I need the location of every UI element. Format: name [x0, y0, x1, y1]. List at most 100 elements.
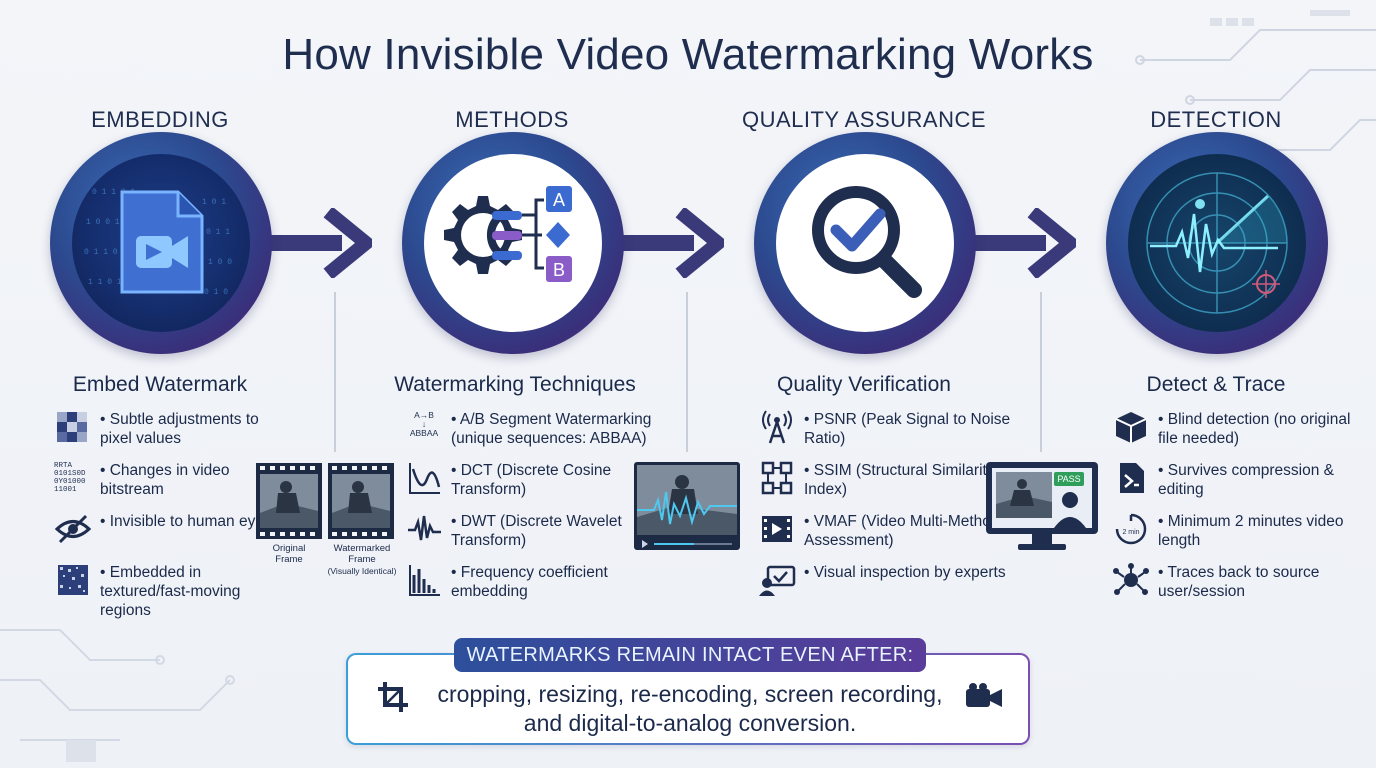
svg-text:0 1 1: 0 1 1: [206, 228, 230, 237]
flow-arrow-2: [614, 208, 724, 278]
banner-line-1: cropping, resizing, re-encoding, screen …: [437, 681, 943, 707]
svg-text:1 0 0: 1 0 0: [208, 258, 232, 267]
banner-line-2: and digital-to-analog conversion.: [523, 710, 857, 736]
svg-text:1 1 0 1: 1 1 0 1: [88, 278, 122, 287]
ab-line: ↓: [421, 419, 427, 429]
item-text: • Subtle adjustments to pixel values: [100, 411, 259, 447]
flow-arrow-3: [966, 208, 1076, 278]
divider-line-3: [1040, 292, 1042, 452]
list-item: A→B ↓ ABBAA • A/B Segment Watermarking (…: [405, 410, 675, 461]
item-text: • SSIM (Structural Similarity Index): [804, 462, 995, 498]
watermarked-frame-thumbnail: [328, 463, 394, 539]
svg-text:1 0 1: 1 0 1: [202, 198, 226, 207]
item-text: • Traces back to source user/session: [1158, 564, 1320, 600]
original-frame-thumbnail: [256, 463, 322, 539]
cosine-wave-icon: [409, 463, 441, 494]
original-frame-caption: Original Frame: [272, 543, 306, 565]
methods-ring: A B: [402, 132, 624, 354]
timer-label: 2 min: [1122, 529, 1139, 536]
svg-text:0 1 1 0 1: 0 1 1 0 1: [92, 188, 135, 197]
item-text: • Frequency coefficient embedding: [451, 564, 608, 600]
list-item: • DWT (Discrete Wavelet Transform): [405, 512, 675, 563]
binary-rain-pattern: 0 1 1 0 1 1 0 1 1 0 0 1 0 1 1 0 1 1 0 1 0 0…: [84, 188, 232, 297]
banner-heading: WATERMARKS REMAIN INTACT EVEN AFTER:: [454, 638, 926, 672]
film-strip-frame: [256, 463, 322, 539]
stage-label-quality: QUALITY ASSURANCE: [741, 107, 987, 132]
watermarked-frame-note: (Visually Identical): [327, 566, 397, 576]
quality-ring-core: [776, 154, 954, 332]
svg-text:0 1 1 0: 0 1 1 0: [84, 248, 118, 257]
list-item: • Visual inspection by experts: [758, 563, 1018, 614]
texture-noise-icon: [58, 565, 88, 595]
item-text: • Changes in video bitstream: [100, 462, 230, 498]
film-strip-frame: [328, 463, 394, 539]
detection-ring-core: [1128, 154, 1306, 332]
svg-text:1 0 0 1: 1 0 0 1: [86, 218, 120, 227]
item-text: • Survives compression & editing: [1158, 462, 1334, 498]
bitstream-line: 11001: [54, 486, 77, 494]
stage-label-detection: DETECTION: [1150, 107, 1282, 132]
methods-ring-core: A B: [424, 154, 602, 332]
list-item: • SSIM (Structural Similarity Index): [758, 461, 1018, 512]
crop-icon: [378, 682, 408, 712]
radar-waveform-icon: [1146, 172, 1288, 314]
item-text: • DCT (Discrete Cosine Transform): [451, 462, 612, 498]
page-title: How Invisible Video Watermarking Works: [282, 30, 1094, 79]
waveform-video-frame: [634, 462, 740, 550]
magnifier-check-icon: [812, 186, 922, 298]
item-text: • Visual inspection by experts: [804, 564, 1006, 581]
ab-line: ABBAA: [409, 428, 439, 438]
embedding-items: • Subtle adjustments to pixel values RRT…: [54, 410, 264, 623]
item-text: • VMAF (Video Multi-Method Assessment): [804, 513, 1000, 549]
letter-a: A: [553, 190, 565, 210]
wavelet-icon: [408, 515, 441, 541]
ab-line: A→B: [414, 410, 434, 420]
binary-bitstream-icon: RRTA 0101S0D 0Y01000 11001: [54, 461, 92, 495]
bitstream-line: 0Y01000: [54, 478, 86, 486]
banner-text: cropping, resizing, re-encoding, screen …: [380, 680, 1000, 738]
item-text: • Invisible to human eye: [100, 513, 264, 530]
compressed-file-icon: [1120, 463, 1144, 493]
heading-quality-verification: Quality Verification: [777, 373, 951, 396]
pass-badge: PASS: [1057, 474, 1081, 484]
circuit-decoration-bottom-left: [0, 629, 235, 762]
stage-label-embedding: EMBEDDING: [91, 107, 229, 132]
monitor-pass-icon: [986, 462, 1098, 550]
list-item: • Subtle adjustments to pixel values: [54, 410, 264, 461]
embedding-ring: 0 1 1 0 1 1 0 1 1 0 0 1 0 1 1 0 1 1 0 1 0 0…: [50, 132, 272, 354]
item-text: • DWT (Discrete Wavelet Transform): [451, 513, 622, 549]
pass-monitor-illustration: PASS: [984, 460, 1100, 552]
video-player-thumbnail: [634, 462, 740, 550]
timer-icon: 2 min: [1115, 513, 1147, 545]
item-text: • Embedded in textured/fast-moving regio…: [100, 564, 241, 619]
list-item: • Survives compression & editing: [1112, 461, 1362, 512]
list-item: • Embedded in textured/fast-moving regio…: [54, 563, 264, 623]
video-file-icon: [120, 190, 204, 294]
pixel-grid-icon: [57, 412, 87, 442]
heading-watermarking-techniques: Watermarking Techniques: [394, 373, 636, 396]
structure-nodes-icon: [761, 461, 793, 495]
list-item: • PSNR (Peak Signal to Noise Ratio): [758, 410, 1018, 461]
eye-slash-icon: [54, 514, 92, 544]
signal-tower-icon: [762, 410, 792, 444]
frequency-chart-icon: [409, 565, 440, 596]
quality-ring: [754, 132, 976, 354]
box-icon: [1115, 412, 1147, 443]
expert-monitor-icon: [759, 565, 796, 596]
circuit-decoration-top-right: [1135, 10, 1376, 155]
list-item: 2 min • Minimum 2 minutes video length: [1112, 512, 1362, 563]
heading-detect-trace: Detect & Trace: [1146, 373, 1286, 396]
list-item: • DCT (Discrete Cosine Transform): [405, 461, 675, 512]
list-item: RRTA 0101S0D 0Y01000 11001 • Changes in …: [54, 461, 264, 512]
list-item: • Traces back to source user/session: [1112, 563, 1362, 614]
list-item: • Blind detection (no original file need…: [1112, 410, 1362, 461]
item-text: • PSNR (Peak Signal to Noise Ratio): [804, 411, 1011, 447]
divider-line-1: [334, 292, 336, 452]
watermarked-frame-caption: Watermarked Frame: [333, 543, 391, 565]
ab-sequence-icon: A→B ↓ ABBAA: [405, 410, 443, 444]
svg-text:0 1 0: 0 1 0: [204, 288, 228, 297]
gear-flow-icon: A B: [444, 186, 572, 282]
item-text: • Minimum 2 minutes video length: [1158, 513, 1344, 549]
list-item: • Frequency coefficient embedding: [405, 563, 675, 614]
divider-line-2: [686, 292, 688, 452]
